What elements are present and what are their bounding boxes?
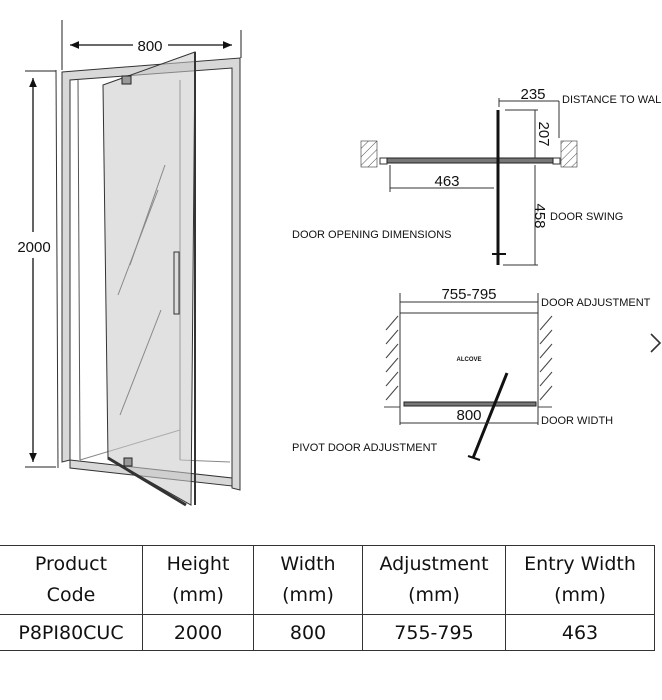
header-line: (mm) xyxy=(172,584,224,606)
table-row: P8PI80CUC 2000 800 755-795 463 xyxy=(0,614,655,651)
side-value: 207 xyxy=(535,121,552,146)
door-width-label: DOOR WIDTH xyxy=(541,415,613,427)
door-width-label: 800 xyxy=(137,38,162,55)
door-adjustment-label: DOOR ADJUSTMENT xyxy=(541,297,651,309)
header-line: Height xyxy=(166,553,230,575)
door-swing-value: 458 xyxy=(531,203,548,228)
alcove-label: ALCOVE xyxy=(456,357,481,363)
header-line: Entry Width xyxy=(524,553,636,575)
header-line: Product xyxy=(34,553,108,575)
door-swing-label: DOOR SWING xyxy=(550,211,623,223)
distance-to-wall-label: DISTANCE TO WALL xyxy=(562,94,662,106)
pivot-adjustment-diagram: 755-795 DOOR ADJUSTMENT ALCOVE 800 DOOR … xyxy=(292,286,651,461)
door-adjustment-value: 755-795 xyxy=(441,286,496,303)
chevron-right-icon[interactable] xyxy=(646,330,662,358)
header-adjustment: Adjustment (mm) xyxy=(362,545,506,615)
door-width-value: 800 xyxy=(456,407,481,424)
header-line: (mm) xyxy=(282,584,334,606)
door-height-label: 2000 xyxy=(17,239,50,256)
header-line: Width xyxy=(280,553,336,575)
cell-adjustment: 755-795 xyxy=(362,614,506,651)
door-opening-title: DOOR OPENING DIMENSIONS xyxy=(292,229,452,241)
header-line: Adjustment xyxy=(379,553,489,575)
door-opening-diagram: 235 DISTANCE TO WALL 207 463 458 DOOR SW… xyxy=(292,86,662,266)
entry-width-value: 463 xyxy=(434,173,459,190)
header-entry-width: Entry Width (mm) xyxy=(505,545,655,615)
cell-product-code: P8PI80CUC xyxy=(0,614,143,651)
pivot-adjustment-title: PIVOT DOOR ADJUSTMENT xyxy=(292,442,438,454)
cell-width: 800 xyxy=(253,614,363,651)
distance-to-wall-value: 235 xyxy=(520,86,545,103)
cell-entry-width: 463 xyxy=(505,614,655,651)
header-width: Width (mm) xyxy=(253,545,363,615)
header-height: Height (mm) xyxy=(142,545,254,615)
header-line: Code xyxy=(46,584,96,606)
door-drawing: 800 2000 xyxy=(17,20,242,507)
product-diagram: 800 2000 235 xyxy=(17,20,662,507)
header-line: (mm) xyxy=(408,584,460,606)
cell-height: 2000 xyxy=(142,614,254,651)
header-line: (mm) xyxy=(554,584,606,606)
door-handle xyxy=(173,251,180,315)
